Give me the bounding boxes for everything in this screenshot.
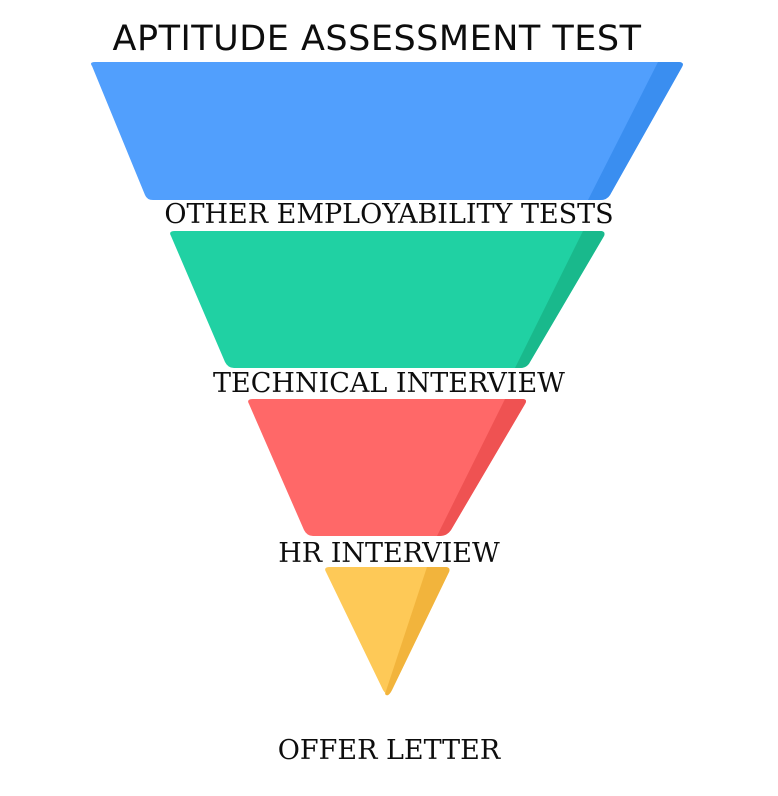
- stage-1-shade: [588, 62, 683, 200]
- funnel-stage-1: [91, 62, 683, 200]
- stage-1-face: [91, 62, 683, 200]
- stage-2-label: OTHER EMPLOYABILITY TESTS: [164, 199, 614, 230]
- stage-3-label: TECHNICAL INTERVIEW: [213, 368, 565, 399]
- stage-4-shade: [385, 567, 450, 696]
- stage-2-face: [170, 231, 605, 368]
- stage-5-label: OFFER LETTER: [277, 735, 501, 766]
- stage-3-shade: [437, 399, 526, 536]
- funnel-stage-3: [248, 399, 526, 536]
- stage-2-shade: [515, 231, 605, 368]
- stage-1-label: APTITUDE ASSESSMENT TEST: [112, 19, 642, 59]
- funnel-stage-2: [170, 231, 605, 368]
- stage-4-label: HR INTERVIEW: [278, 538, 500, 569]
- funnel-stage-4: [325, 567, 450, 696]
